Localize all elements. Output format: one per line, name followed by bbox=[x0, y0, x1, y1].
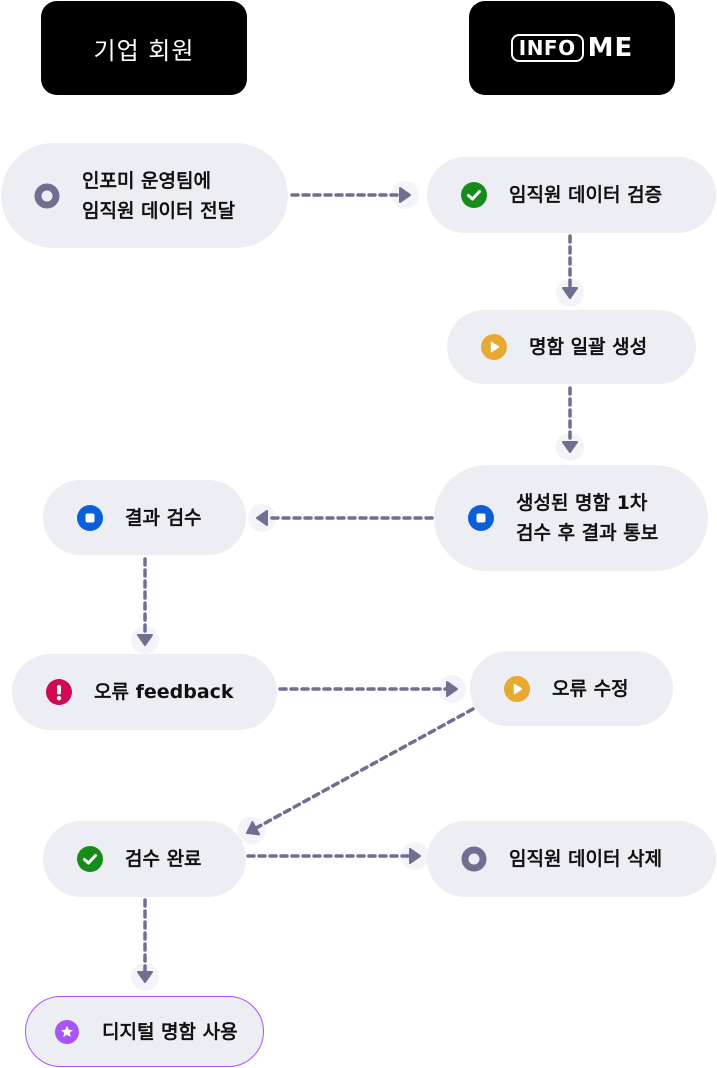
node-send-data: 인포미 운영팀에 임직원 데이터 전달 bbox=[1, 143, 288, 248]
arrow-head-icon bbox=[137, 634, 153, 646]
node-label: 임직원 데이터 삭제 bbox=[509, 848, 663, 870]
flow-arrow-first-review-to-review-result bbox=[248, 504, 434, 532]
node-bulk-create: 명함 일괄 생성 bbox=[447, 310, 696, 384]
node-label: 임직원 데이터 검증 bbox=[509, 184, 663, 206]
flow-arrow-verify-data-to-bulk-create bbox=[556, 234, 584, 307]
logo-info-text: INFO bbox=[510, 34, 584, 62]
star-icon bbox=[54, 1019, 80, 1045]
flow-arrow-bulk-create-to-first-review bbox=[556, 386, 584, 461]
logo-me-text: ME bbox=[587, 33, 634, 63]
play-icon bbox=[481, 334, 507, 360]
node-review-result: 결과 검수 bbox=[43, 480, 246, 555]
check-icon bbox=[77, 846, 103, 872]
lane-title: 기업 회원 bbox=[93, 36, 195, 65]
arrow-head-icon bbox=[562, 441, 578, 453]
check-icon bbox=[461, 182, 487, 208]
node-label: 생성된 명함 1차 검수 후 결과 통보 bbox=[516, 492, 659, 544]
node-error-feedback: 오류 feedback bbox=[12, 654, 277, 730]
node-delete-data: 임직원 데이터 삭제 bbox=[427, 821, 716, 897]
ring-icon bbox=[461, 846, 487, 872]
stop-icon bbox=[468, 505, 494, 531]
node-label: 명함 일괄 생성 bbox=[529, 336, 648, 358]
flow-arrow-error-feedback-to-fix-error bbox=[278, 675, 466, 703]
arrow-head-icon bbox=[256, 510, 268, 526]
flow-arrow-review-complete-to-delete-data bbox=[246, 842, 429, 870]
play-icon bbox=[504, 675, 530, 702]
arrow-line bbox=[254, 707, 475, 830]
arrow-head-icon bbox=[399, 187, 411, 203]
node-fix-error: 오류 수정 bbox=[470, 651, 673, 726]
infome-logo: INFO ME bbox=[510, 33, 634, 63]
lane-header-corporate-member: 기업 회원 bbox=[41, 1, 247, 95]
node-label: 디지털 명함 사용 bbox=[102, 1020, 238, 1043]
flow-arrow-send-data-to-verify-data bbox=[290, 181, 419, 209]
node-use-digital-card: 디지털 명함 사용 bbox=[25, 996, 264, 1067]
arrow-head-icon bbox=[409, 848, 421, 864]
alert-icon bbox=[46, 679, 72, 705]
arrow-head-icon bbox=[446, 681, 458, 697]
arrow-head-icon bbox=[246, 821, 261, 836]
flow-arrow-review-complete-to-use-card bbox=[131, 898, 159, 991]
arrow-head-icon bbox=[137, 971, 153, 983]
node-label: 결과 검수 bbox=[125, 506, 202, 529]
node-review-complete: 검수 완료 bbox=[43, 821, 246, 897]
node-label: 검수 완료 bbox=[125, 848, 202, 870]
stop-icon bbox=[77, 504, 103, 531]
lane-header-infome: INFO ME bbox=[469, 1, 675, 95]
node-verify-data: 임직원 데이터 검증 bbox=[427, 157, 716, 233]
node-label: 오류 feedback bbox=[94, 681, 234, 703]
node-label: 오류 수정 bbox=[552, 677, 629, 700]
flow-arrow-review-result-to-error-feedback bbox=[131, 557, 159, 654]
arrow-head-icon bbox=[562, 287, 578, 299]
node-first-review: 생성된 명함 1차 검수 후 결과 통보 bbox=[434, 465, 708, 571]
flow-arrow-fix-error-to-review-complete bbox=[237, 707, 475, 845]
node-label: 인포미 운영팀에 임직원 데이터 전달 bbox=[82, 169, 236, 222]
ring-icon bbox=[34, 183, 60, 209]
